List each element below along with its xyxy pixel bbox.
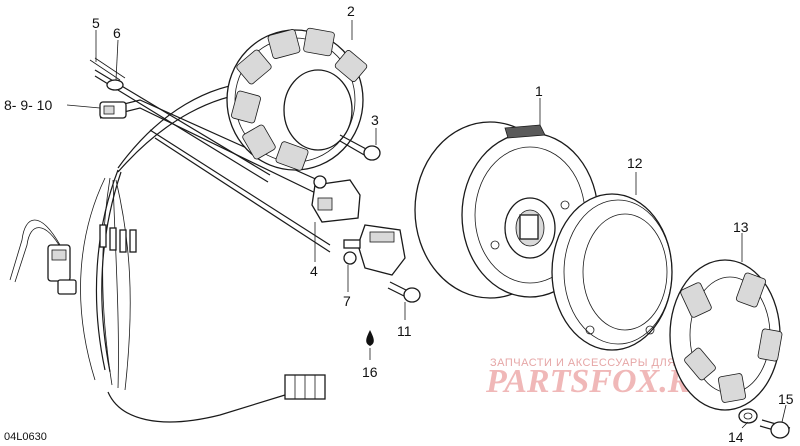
starter-clutch — [669, 259, 783, 411]
callout-1: 1 — [535, 83, 543, 99]
grommet — [106, 79, 124, 91]
stator — [226, 27, 368, 171]
callout-6: 6 — [113, 25, 121, 41]
connector-plug — [284, 374, 326, 400]
sensor-plug — [99, 101, 127, 119]
sensor — [343, 224, 406, 276]
bolt-11 — [387, 281, 421, 303]
threadlocker-drop — [366, 330, 374, 346]
trigger-coil — [311, 175, 361, 223]
callout-5: 5 — [92, 15, 100, 31]
washer-14 — [738, 408, 758, 424]
connector-left — [47, 244, 77, 295]
callouts: 2 5 6 8- 9- 10 3 1 12 13 4 7 11 16 14 15 — [4, 3, 794, 445]
callout-11: 11 — [397, 323, 412, 339]
leader-lines — [66, 20, 787, 429]
callout-8-9-10: 8- 9- 10 — [4, 97, 52, 113]
callout-3: 3 — [371, 112, 379, 128]
callout-7: 7 — [343, 293, 351, 309]
drawing-code: 04L0630 — [4, 431, 47, 443]
callout-12: 12 — [627, 155, 643, 171]
connector-terminals — [99, 224, 137, 253]
callout-13: 13 — [733, 219, 749, 235]
callout-4: 4 — [310, 263, 318, 279]
callout-16: 16 — [362, 364, 378, 380]
screw-3 — [339, 134, 381, 161]
callout-2: 2 — [347, 3, 355, 19]
callout-14: 14 — [728, 429, 744, 445]
callout-15: 15 — [778, 391, 794, 407]
starter-gear — [551, 193, 673, 351]
bolt-15 — [759, 419, 791, 439]
